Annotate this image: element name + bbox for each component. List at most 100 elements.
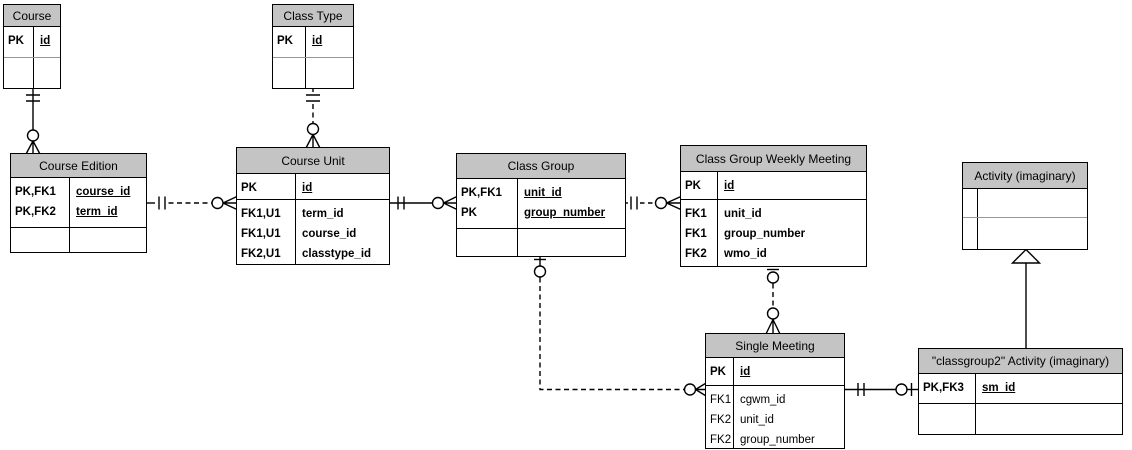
rel-single-meeting-classgroup2 bbox=[843, 383, 920, 396]
pk-section: PK,FK1 PK unit_id group_number bbox=[457, 179, 625, 229]
field-key: PK bbox=[461, 207, 477, 219]
field-key: PK bbox=[241, 182, 257, 194]
field-key: FK1,U1 bbox=[241, 228, 281, 240]
field-name: term_id bbox=[76, 206, 118, 218]
crows-foot-symbol bbox=[764, 319, 782, 336]
entity-course: Course PK id bbox=[3, 4, 61, 89]
field-name: course_id bbox=[302, 228, 357, 240]
zero-circle-symbol bbox=[895, 383, 908, 396]
entity-course-unit: Course Unit PK id FK1,U1 FK1,U1 FK2,U1 t… bbox=[236, 147, 390, 265]
rel-classgroup2-activity-inheritance bbox=[1010, 248, 1042, 350]
field-key: FK1 bbox=[685, 228, 707, 240]
attr-section: FK1 FK1 FK2 unit_id group_number wmo_id bbox=[681, 200, 866, 266]
pk-section: PK,FK1 PK,FK2 course_id term_id bbox=[11, 178, 146, 228]
entity-title: "classgroup2" Activity (imaginary) bbox=[919, 349, 1122, 374]
field-name: unit_id bbox=[740, 414, 774, 426]
field-key: PK bbox=[685, 180, 701, 192]
field-name: id bbox=[40, 35, 51, 47]
field-name: classtype_id bbox=[302, 248, 372, 260]
zero-circle-symbol bbox=[26, 129, 40, 142]
zero-circle-symbol bbox=[766, 307, 780, 320]
field-key: PK,FK1 bbox=[461, 187, 502, 199]
field-key: FK1 bbox=[710, 394, 732, 406]
one-ticks-symbol bbox=[26, 94, 40, 102]
rel-course-unit-class-group bbox=[388, 195, 459, 211]
field-name: id bbox=[302, 182, 313, 194]
pk-section: PK id bbox=[4, 27, 60, 58]
entity-single-meeting: Single Meeting PK id FK1 FK2 FK2 cgwm_id… bbox=[705, 333, 845, 449]
field-key: FK2 bbox=[710, 414, 732, 426]
entity-title: Activity (imaginary) bbox=[963, 163, 1087, 189]
rel-class-type-course-unit bbox=[304, 84, 322, 150]
crows-foot-symbol bbox=[222, 195, 239, 211]
field-key: FK2 bbox=[685, 248, 707, 260]
crows-foot-symbol bbox=[666, 195, 683, 211]
attr-section-empty bbox=[11, 228, 146, 252]
field-key: FK2,U1 bbox=[241, 248, 281, 260]
field-name: cgwm_id bbox=[740, 394, 786, 406]
entity-class-group-weekly-meeting: Class Group Weekly Meeting PK id FK1 FK1… bbox=[680, 145, 867, 267]
field-name: group_number bbox=[740, 434, 815, 446]
entity-class-group: Class Group PK,FK1 PK unit_id group_numb… bbox=[456, 153, 626, 257]
entity-title: Course Unit bbox=[237, 148, 389, 174]
rel-class-group-weekly-meeting bbox=[624, 195, 683, 211]
one-ticks-symbol bbox=[306, 94, 320, 102]
field-key: PK,FK1 bbox=[15, 186, 56, 198]
pk-section: PK id bbox=[706, 358, 844, 386]
zero-circle-symbol bbox=[211, 196, 224, 210]
entity-title: Course Edition bbox=[11, 154, 146, 178]
field-name: id bbox=[312, 35, 323, 47]
field-key: FK1,U1 bbox=[241, 208, 281, 220]
rel-class-group-single-meeting bbox=[533, 253, 708, 398]
entity-class-type: Class Type PK id bbox=[272, 4, 354, 89]
one-ticks-symbol bbox=[630, 196, 638, 210]
field-key: PK bbox=[710, 366, 726, 378]
entity-title: Single Meeting bbox=[706, 334, 844, 358]
crows-foot-symbol bbox=[24, 140, 42, 156]
field-name: group_number bbox=[724, 228, 806, 240]
zero-circle-symbol bbox=[766, 271, 780, 284]
pk-section: PK,FK3 sm_id bbox=[919, 374, 1122, 404]
field-key: FK2 bbox=[710, 434, 732, 446]
field-name: sm_id bbox=[982, 382, 1016, 394]
field-key: PK,FK3 bbox=[923, 382, 964, 394]
rel-weekly-meeting-single-meeting bbox=[764, 263, 782, 336]
one-ticks-symbol bbox=[158, 196, 166, 210]
field-key: PK bbox=[8, 35, 24, 47]
pk-section: PK id bbox=[273, 27, 353, 58]
field-name: unit_id bbox=[524, 187, 562, 199]
zero-circle-symbol bbox=[683, 383, 697, 396]
field-key: PK bbox=[277, 35, 293, 47]
crows-foot-symbol bbox=[443, 195, 459, 211]
entity-title: Course bbox=[4, 5, 60, 27]
pk-section: PK id bbox=[237, 174, 389, 200]
dashed-line bbox=[539, 277, 684, 391]
zero-circle-symbol bbox=[306, 122, 320, 136]
field-key: PK,FK2 bbox=[15, 206, 56, 218]
entity-title: Class Group Weekly Meeting bbox=[681, 146, 866, 172]
attr-section-empty bbox=[4, 58, 60, 88]
field-name: id bbox=[740, 366, 751, 378]
entity-title: Class Type bbox=[273, 5, 353, 27]
attr-section-empty bbox=[963, 189, 1087, 218]
attr-section-empty bbox=[919, 404, 1122, 434]
field-key: FK1 bbox=[685, 208, 707, 220]
entity-activity-imaginary: Activity (imaginary) bbox=[962, 162, 1088, 250]
entity-course-edition: Course Edition PK,FK1 PK,FK2 course_id t… bbox=[10, 153, 147, 253]
field-name: unit_id bbox=[724, 208, 762, 220]
rel-course-edition-course-unit bbox=[145, 195, 239, 211]
zero-circle-symbol bbox=[431, 196, 445, 210]
field-name: group_number bbox=[524, 207, 606, 219]
attr-section: FK1 FK2 FK2 cgwm_id unit_id group_number bbox=[706, 386, 844, 448]
attr-section-empty bbox=[457, 229, 625, 256]
field-name: wmo_id bbox=[724, 248, 767, 260]
entity-title: Class Group bbox=[457, 154, 625, 179]
attr-section-empty bbox=[963, 218, 1087, 249]
rel-course-course-edition bbox=[24, 84, 42, 156]
one-ticks-symbol bbox=[397, 196, 405, 210]
pk-section: PK id bbox=[681, 172, 866, 200]
attr-section-empty bbox=[273, 58, 353, 88]
zero-circle-symbol bbox=[654, 196, 668, 210]
entity-classgroup2-activity-imaginary: "classgroup2" Activity (imaginary) PK,FK… bbox=[918, 348, 1123, 435]
